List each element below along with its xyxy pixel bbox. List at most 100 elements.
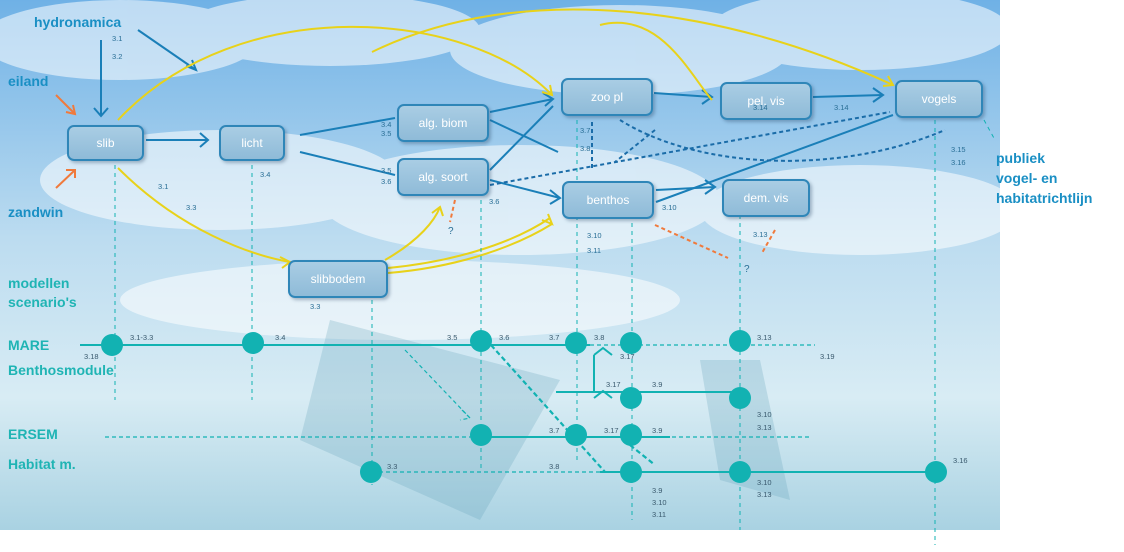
arrow-hydronamica-right bbox=[137, 29, 197, 71]
dashed-orange-q2 bbox=[654, 224, 729, 259]
arrow-benthos-vogels bbox=[655, 114, 894, 203]
arrow-slibbodem-benthos1 bbox=[387, 217, 551, 269]
ref: 3.3 bbox=[186, 203, 197, 212]
arrow-benthos-demvis bbox=[655, 186, 716, 191]
ref: 3.13 bbox=[757, 423, 772, 432]
model-habitat: Habitat m. bbox=[8, 456, 76, 472]
arrow-eiland-slib bbox=[55, 94, 76, 115]
ref: 3.1 bbox=[112, 34, 123, 43]
ref: 3.17 bbox=[620, 352, 635, 361]
ref: 3.14 bbox=[753, 103, 768, 112]
ref: 3.9 bbox=[652, 380, 663, 389]
ref: 3.10 bbox=[757, 478, 772, 487]
dashed-pelvis-benthos bbox=[614, 129, 656, 163]
ref: 3.18 bbox=[84, 352, 99, 361]
arrow-zandwin-slib bbox=[55, 169, 76, 189]
node-vogels[interactable]: vogels bbox=[895, 80, 983, 118]
ref: 3.10 bbox=[652, 498, 667, 507]
question-mark: ? bbox=[448, 226, 454, 237]
ref: 3.9 bbox=[652, 426, 663, 435]
ref: 3.8 bbox=[594, 333, 605, 342]
ref: 3.5 bbox=[381, 129, 392, 138]
ref: 3.3 bbox=[310, 302, 321, 311]
ref: 3.4 bbox=[260, 170, 271, 179]
node-alg-biom-label: alg. biom bbox=[418, 116, 468, 130]
arrow-zoopl-pelvis bbox=[653, 92, 713, 98]
node-pel-vis[interactable]: pel. vis bbox=[720, 82, 812, 120]
arrow-pelvis-vogels bbox=[812, 94, 884, 98]
node-dem-vis[interactable]: dem. vis bbox=[722, 179, 810, 217]
ref: 3.16 bbox=[951, 158, 966, 167]
ref: 3.7 bbox=[580, 126, 591, 135]
node-licht[interactable]: licht bbox=[219, 125, 285, 161]
ref: 3.7 bbox=[549, 333, 560, 342]
ref: 3.13 bbox=[757, 333, 772, 342]
arrow-slib-slibbodem bbox=[117, 167, 291, 263]
ref: 3.14 bbox=[834, 103, 849, 112]
label-publiek: publiek bbox=[996, 150, 1046, 166]
node-benthos[interactable]: benthos bbox=[562, 181, 654, 219]
model-ersem: ERSEM bbox=[8, 426, 58, 442]
ref: 3.6 bbox=[499, 333, 510, 342]
ref: 3.8 bbox=[549, 462, 560, 471]
label-habitatrichtlijn: habitatrichtlijn bbox=[996, 190, 1093, 206]
arrow-yellow-pelvis bbox=[599, 21, 713, 101]
ref: 3.6 bbox=[381, 177, 392, 186]
arrow-algbiom-zoopl bbox=[489, 98, 554, 113]
ref: 3.7 bbox=[549, 426, 560, 435]
ref: 3.6 bbox=[489, 197, 500, 206]
arrow-licht-algsoort bbox=[299, 151, 396, 176]
ref: 3.1-3.3 bbox=[130, 333, 154, 342]
node-slibbodem[interactable]: slibbodem bbox=[288, 260, 388, 298]
label-eiland: eiland bbox=[8, 73, 49, 89]
node-zoo-pl-label: zoo pl bbox=[590, 90, 624, 104]
dashed-algsoort-vogels bbox=[489, 111, 891, 186]
arrow-algsoort-zoopl bbox=[489, 105, 554, 171]
ref: 3.16 bbox=[953, 456, 968, 465]
ref: 3.11 bbox=[652, 510, 667, 519]
arrow-slibbodem-algsoort bbox=[384, 206, 441, 261]
node-vogels-label: vogels bbox=[921, 92, 957, 106]
label-vogel-en: vogel- en bbox=[996, 170, 1058, 186]
node-alg-soort[interactable]: alg. soort bbox=[397, 158, 489, 196]
models-heading-2: scenario's bbox=[8, 294, 77, 310]
arrow-yellow-vogels bbox=[371, 8, 894, 86]
arrow-slib-zoopl bbox=[117, 25, 553, 121]
ref: 3.17 bbox=[604, 426, 619, 435]
ref: 3.1 bbox=[158, 182, 169, 191]
ref: 3.9 bbox=[652, 486, 663, 495]
ref: 3.15 bbox=[951, 145, 966, 154]
node-pel-vis-label: pel. vis bbox=[747, 94, 785, 108]
node-dem-vis-label: dem. vis bbox=[743, 191, 789, 205]
models-heading-1: modellen bbox=[8, 275, 70, 291]
ref: 3.11 bbox=[587, 246, 602, 255]
ref: 3.13 bbox=[757, 490, 772, 499]
node-benthos-label: benthos bbox=[586, 193, 630, 207]
ref: 3.13 bbox=[753, 230, 768, 239]
ref: 3.10 bbox=[587, 231, 602, 240]
ref: 3.2 bbox=[112, 52, 123, 61]
ref: 3.4 bbox=[275, 333, 286, 342]
model-mare: MARE bbox=[8, 337, 50, 353]
ref: 3.8 bbox=[580, 144, 591, 153]
question-mark: ? bbox=[744, 264, 750, 275]
arrow-algsoort-benthos bbox=[489, 179, 561, 199]
ref: 3.17 bbox=[606, 380, 621, 389]
node-alg-soort-label: alg. soort bbox=[418, 170, 468, 184]
arrow-licht-algbiom bbox=[299, 117, 396, 136]
ref: 3.10 bbox=[662, 203, 677, 212]
label-zandwin: zandwin bbox=[8, 204, 64, 220]
node-slib[interactable]: slib bbox=[67, 125, 144, 161]
node-licht-label: licht bbox=[241, 136, 263, 150]
dashed-zoopl-vogels bbox=[619, 119, 946, 162]
node-alg-biom[interactable]: alg. biom bbox=[397, 104, 489, 142]
node-slib-label: slib bbox=[96, 136, 115, 150]
ref: 3.5 bbox=[381, 166, 392, 175]
ref: 3.4 bbox=[381, 120, 392, 129]
node-zoo-pl[interactable]: zoo pl bbox=[561, 78, 653, 116]
model-benthosmodule: Benthosmodule bbox=[8, 362, 114, 378]
ref: 3.5 bbox=[447, 333, 458, 342]
label-hydronamica: hydronamica bbox=[34, 14, 122, 30]
